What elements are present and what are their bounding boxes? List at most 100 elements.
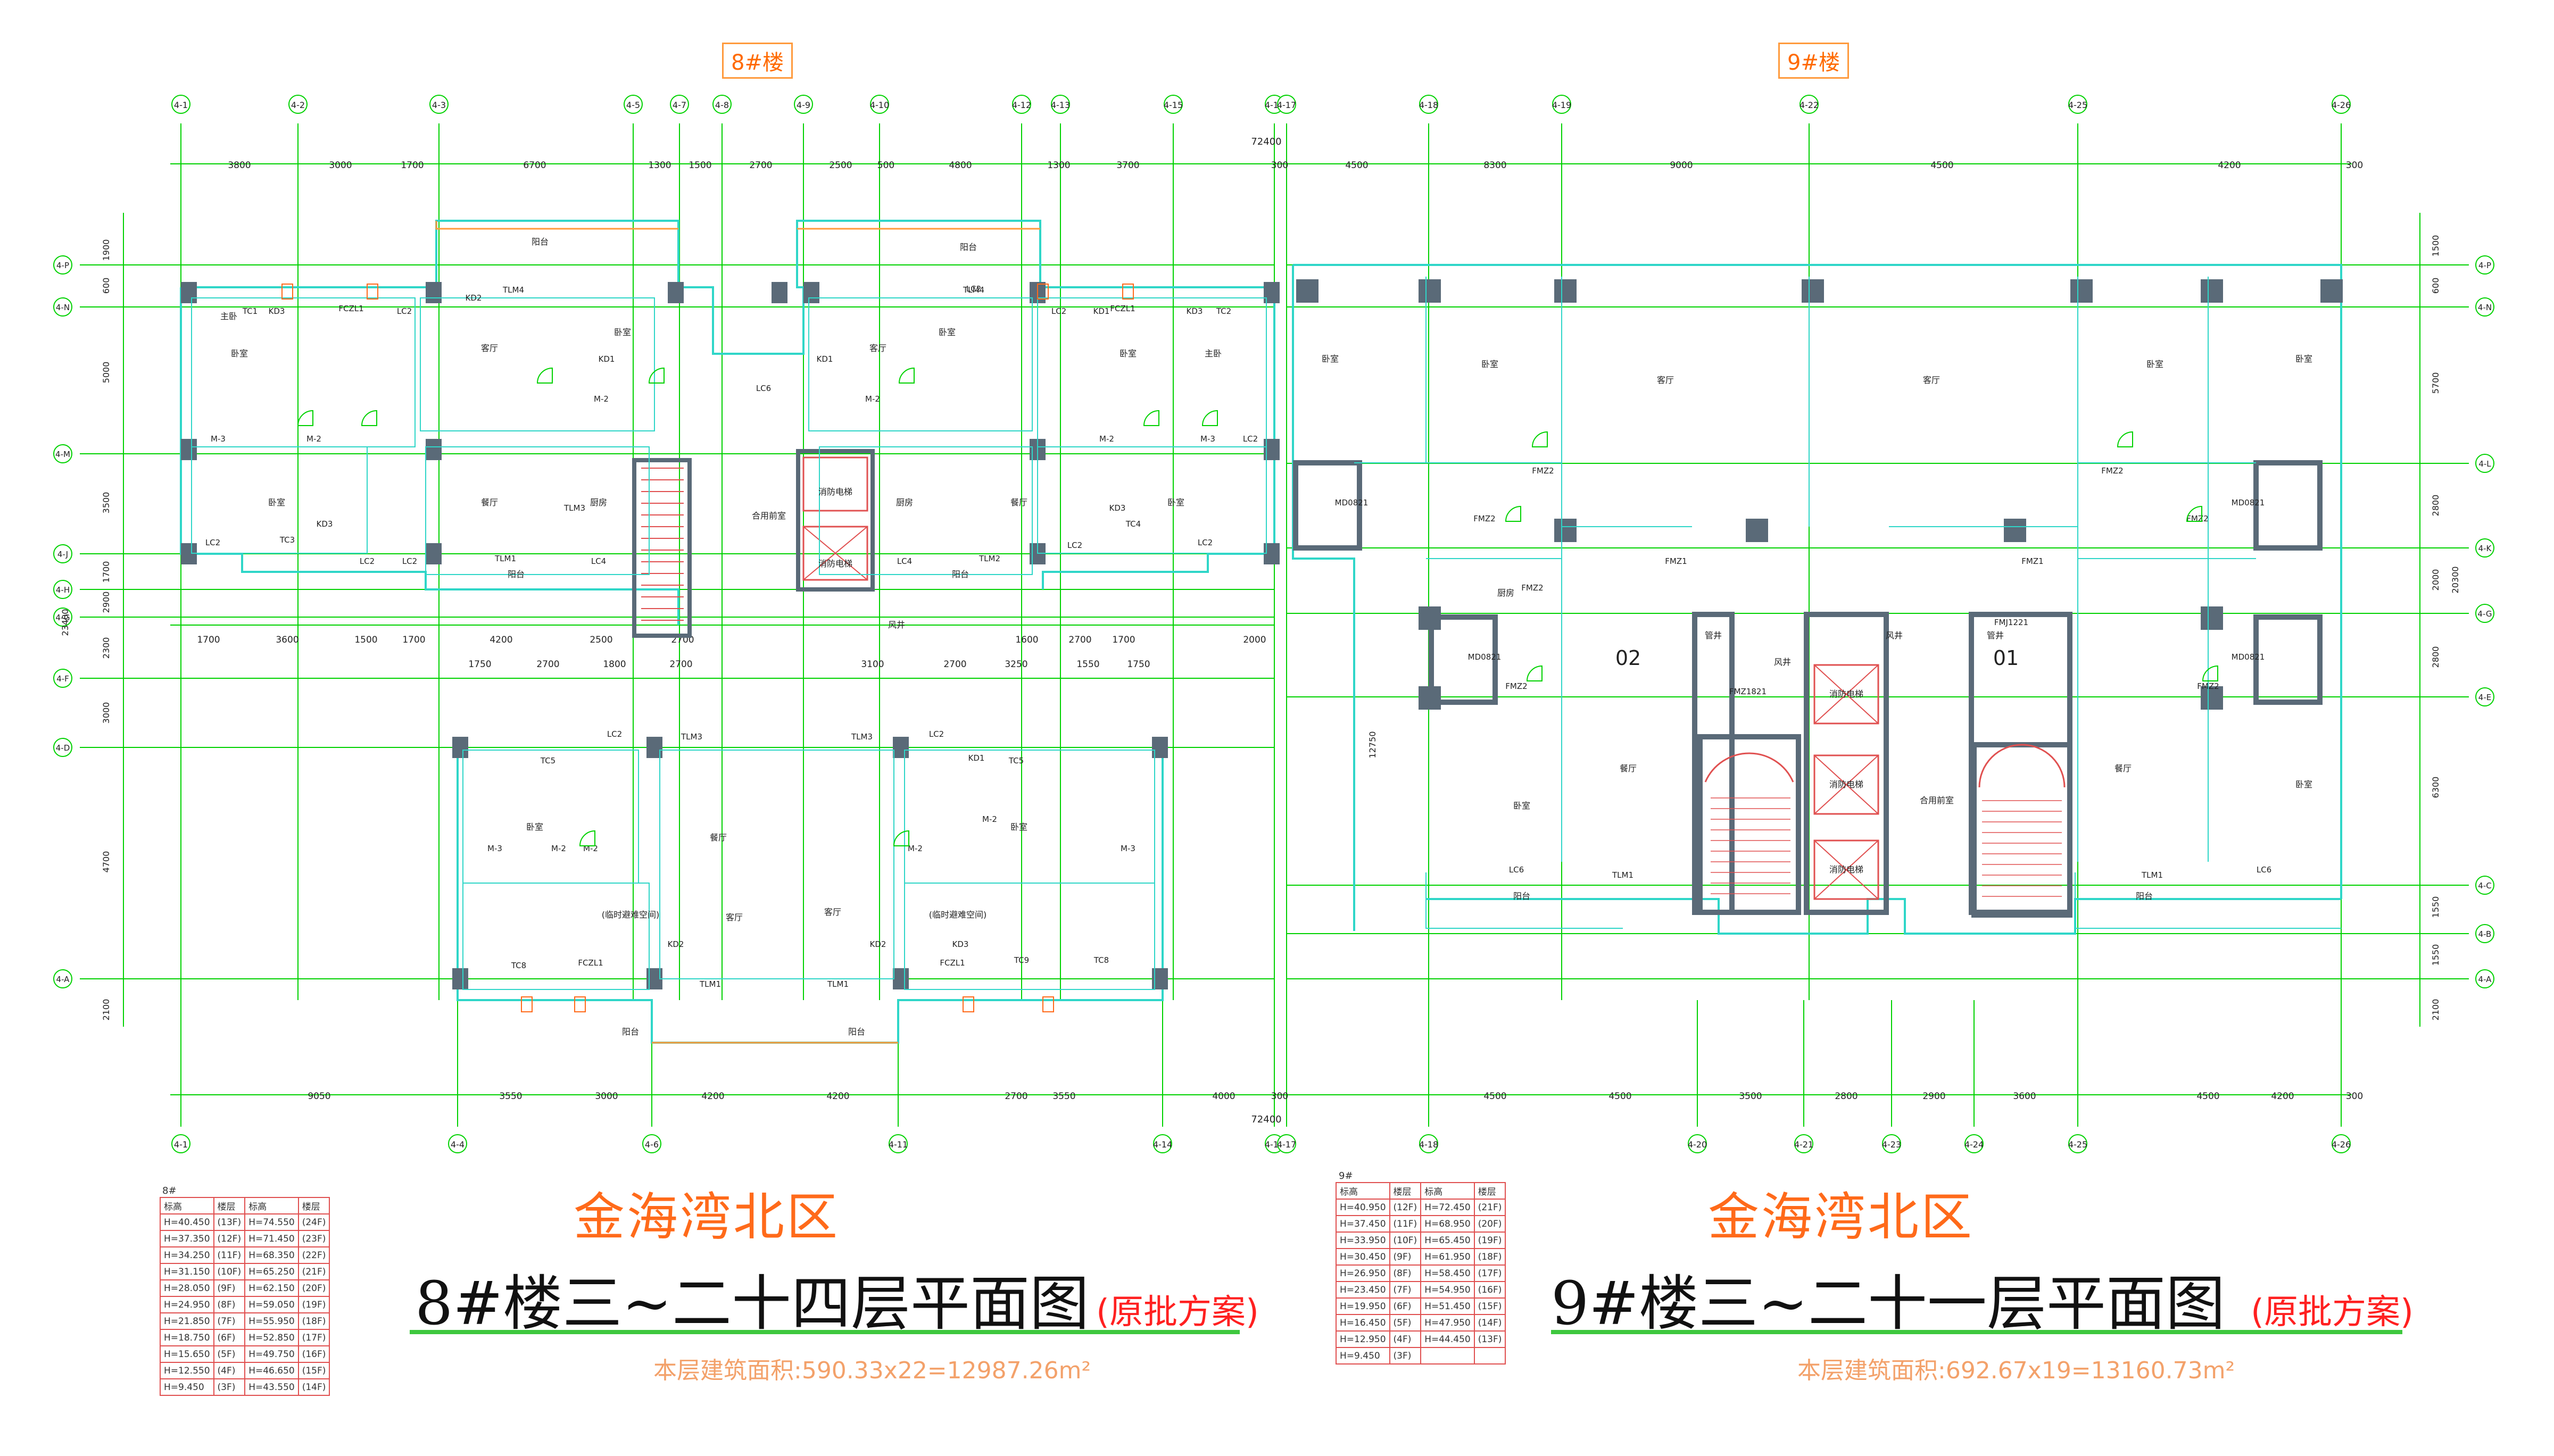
table-header-cell: 楼层 xyxy=(297,1197,330,1214)
axis-label: 4-9 xyxy=(797,100,810,110)
b9-column xyxy=(2201,686,2223,710)
axis-label: 4-7 xyxy=(673,100,686,110)
room-label: 餐厅 xyxy=(2114,763,2132,773)
table-cell: (7F) xyxy=(213,1312,246,1330)
room-label: 合用前室 xyxy=(752,511,786,521)
component-label: LC6 xyxy=(1509,865,1524,875)
b9-column xyxy=(2004,519,2026,542)
dim-top: 2700 xyxy=(749,160,772,171)
axis-bubble xyxy=(171,1134,190,1153)
b8-balcony-top-left xyxy=(435,221,678,230)
table-cell: H=58.450 xyxy=(1420,1264,1475,1282)
component-label: FMZ2 xyxy=(1532,466,1554,476)
table-row: H=16.450(5F)H=47.950(14F) xyxy=(1336,1314,1506,1332)
axis-bubble xyxy=(2475,924,2494,943)
room-label: 消防电梯 xyxy=(818,559,852,569)
table-header-cell: 标高 xyxy=(1420,1182,1475,1200)
dim-total-right: 20300 xyxy=(2450,567,2460,594)
table-cell: (23F) xyxy=(297,1230,330,1247)
axis-label: 4-18 xyxy=(1419,1139,1438,1150)
axis-bubble xyxy=(2475,255,2494,274)
plan-title-right: 9#楼三~二十一层平面图 xyxy=(1551,1269,2225,1338)
dim-left: 3500 xyxy=(101,492,111,514)
component-label: TC3 xyxy=(279,535,295,545)
b8-room xyxy=(808,297,1033,431)
room-label: 卧室 xyxy=(1481,359,1498,369)
table-cell: (7F) xyxy=(1389,1281,1422,1299)
room-label: (临时避难空间) xyxy=(602,910,660,920)
door-swing xyxy=(579,830,595,846)
room-label: 阳台 xyxy=(532,237,549,247)
room-label: 厨房 xyxy=(590,497,607,507)
component-label: KD3 xyxy=(317,519,333,529)
component-label: FMZ1821 xyxy=(1729,687,1767,696)
axis-bubble xyxy=(1051,95,1070,114)
table-row: H=15.650(5F)H=49.750(16F) xyxy=(160,1345,330,1363)
table-cell: H=49.750 xyxy=(244,1345,299,1363)
table-cell: (14F) xyxy=(297,1378,330,1396)
component-label: FCZL1 xyxy=(578,958,603,968)
door-swing xyxy=(297,410,313,426)
b8-column xyxy=(181,439,197,460)
dim-right: 2000 xyxy=(2431,569,2441,591)
table-cell: (21F) xyxy=(297,1263,330,1280)
table-row: H=31.150(10F)H=65.250(21F) xyxy=(160,1263,330,1280)
b9-balcony-right xyxy=(2075,872,2341,929)
table-row: H=40.450(13F)H=74.550(24F) xyxy=(160,1213,330,1231)
component-label: M-3 xyxy=(1200,434,1215,444)
building-tag-8: 8#楼 xyxy=(722,43,793,79)
dim-right: 6300 xyxy=(2431,777,2441,798)
dim-left: 5000 xyxy=(101,362,111,384)
b8-column xyxy=(893,737,909,758)
dim-mid: 1600 xyxy=(1015,635,1038,645)
table-cell: (11F) xyxy=(1389,1215,1422,1233)
axis-bubble xyxy=(712,95,732,114)
elevator-cross xyxy=(1814,664,1879,724)
table-row: H=19.950(6F)H=51.450(15F) xyxy=(1336,1297,1506,1315)
component-label: LC2 xyxy=(1051,306,1066,316)
b9-column xyxy=(1554,279,1577,303)
room-label: 客厅 xyxy=(824,907,841,917)
floor-area-left: 本层建筑面积:590.33x22=12987.26m² xyxy=(653,1357,1091,1384)
axis-label: 4-23 xyxy=(1882,1139,1901,1150)
dim-left: 3000 xyxy=(101,702,111,724)
axis-label: 4-F xyxy=(56,674,69,684)
door-swing xyxy=(361,410,377,426)
table-cell: (4F) xyxy=(213,1362,246,1379)
room-label: 厨房 xyxy=(896,497,913,507)
room-label: 卧室 xyxy=(1120,348,1137,359)
b9-outline-top xyxy=(1293,264,2342,899)
component-label: MD0821 xyxy=(1335,498,1369,507)
axis-bubble xyxy=(1794,1134,1813,1153)
axis-label: 4-14 xyxy=(1153,1139,1172,1150)
window-mark xyxy=(367,284,378,299)
axis-label: 4-3 xyxy=(432,100,446,110)
table-row: H=33.950(10F)H=65.450(19F) xyxy=(1336,1232,1506,1249)
component-label: FMZ2 xyxy=(1521,583,1543,593)
b8-outline-bottom xyxy=(457,747,1164,1044)
window-mark xyxy=(1037,284,1049,299)
door-swing xyxy=(893,830,909,846)
table-cell: H=72.450 xyxy=(1420,1199,1475,1216)
dim-bottom: 4500 xyxy=(2196,1091,2219,1102)
b8-column xyxy=(426,439,442,460)
elevator-cross xyxy=(1814,840,1879,900)
axis-label: 4-A xyxy=(56,975,70,984)
table-row: H=28.050(9F)H=62.150(20F) xyxy=(160,1279,330,1297)
table-cell: H=16.450 xyxy=(1336,1314,1390,1332)
dim-right: 2800 xyxy=(2431,495,2441,517)
dim-mid: 2000 xyxy=(1243,635,1266,645)
component-label: KD3 xyxy=(1187,306,1203,316)
room-label: 主卧 xyxy=(220,311,237,321)
axis-label: 4-25 xyxy=(2068,1139,2087,1150)
axis-label: 4-K xyxy=(2478,544,2492,553)
dim-top: 6700 xyxy=(523,160,546,171)
axis-label: 4-2 xyxy=(291,100,305,110)
room-label: 卧室 xyxy=(526,822,543,832)
axis-bubble xyxy=(53,255,72,274)
dim-right: 2800 xyxy=(2431,646,2441,668)
table-cell: H=40.450 xyxy=(160,1213,214,1231)
table-header-row: 标高楼层标高楼层 xyxy=(160,1197,330,1214)
plan-note-left: (原批方案) xyxy=(1096,1293,1259,1332)
axis-bubble xyxy=(1153,1134,1172,1153)
